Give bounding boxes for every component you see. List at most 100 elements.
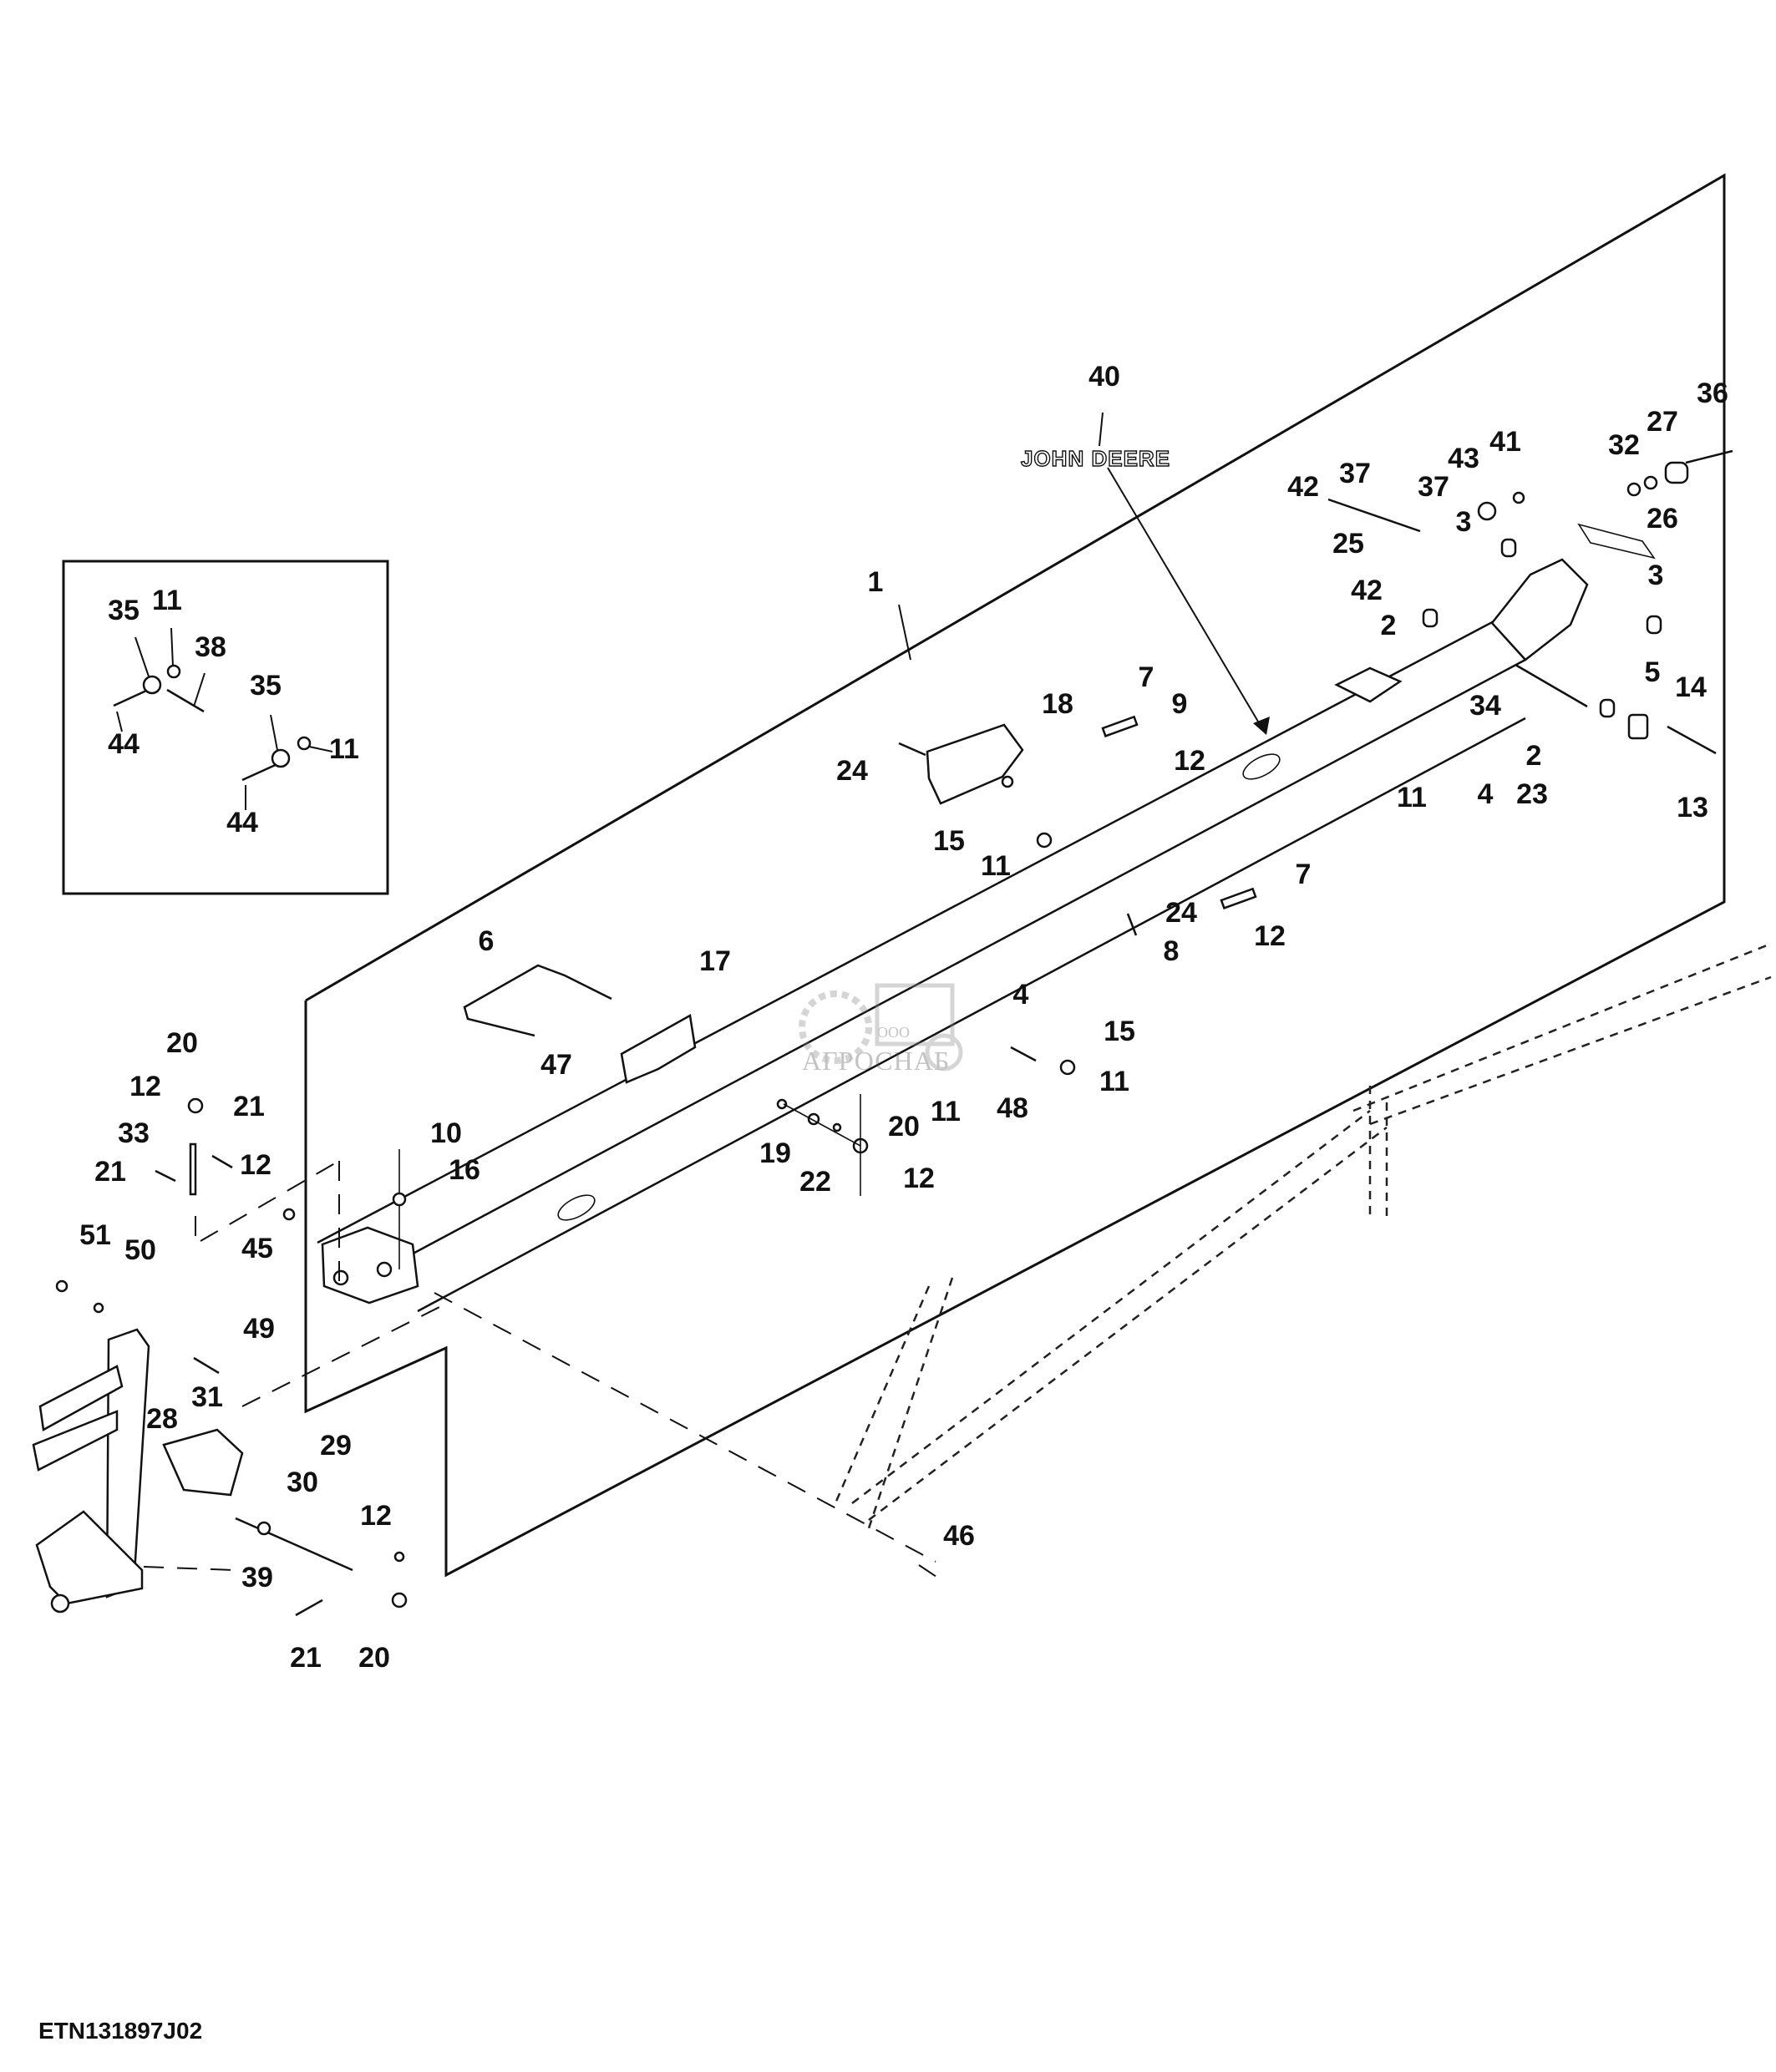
callout-29: 29 [320,1430,352,1462]
callout-23: 23 [1516,778,1548,810]
callout-12: 12 [360,1500,392,1532]
callout-37: 37 [1418,471,1449,503]
callout-44: 44 [108,728,140,760]
callout-20: 20 [166,1027,198,1059]
callout-3: 3 [1648,560,1664,591]
callout-12: 12 [1174,745,1205,777]
callout-16: 16 [449,1154,480,1186]
callout-13: 13 [1677,792,1708,823]
shield-17 [620,1014,697,1084]
watermark-name: АГРОСНАБ [802,1046,951,1076]
callout-50: 50 [124,1234,156,1266]
callout-12: 12 [903,1163,935,1194]
callout-35: 35 [108,595,140,626]
callout-20: 20 [358,1642,390,1674]
callout-35: 35 [250,670,282,702]
drawing-id: ETN131897J02 [38,2018,203,2044]
callout-46: 46 [943,1520,975,1552]
callout-11: 11 [1099,1066,1129,1097]
callout-11: 11 [1397,782,1427,813]
callout-8: 8 [1164,935,1180,967]
callout-5: 5 [1645,656,1661,688]
callout-4: 4 [1013,979,1029,1011]
callout-39: 39 [241,1562,273,1593]
callout-19: 19 [759,1137,791,1169]
callout-24: 24 [1165,897,1197,929]
left-bracket-hardware [155,1097,407,1286]
watermark: ООО АГРОСНАБ [785,977,986,1086]
callout-4: 4 [1478,778,1494,810]
callout-12: 12 [240,1149,271,1181]
callout-34: 34 [1469,690,1501,722]
mount-frame [32,1279,449,1617]
shield-18 [926,723,1024,805]
callout-18: 18 [1042,688,1073,720]
watermark-prefix: ООО [877,1024,910,1041]
callout-45: 45 [241,1233,273,1264]
callout-6: 6 [479,925,495,957]
lower-hardware [776,1094,869,1196]
callout-12: 12 [129,1071,161,1102]
callout-26: 26 [1647,503,1678,534]
assembly-boundary [304,173,1726,1578]
callout-2: 2 [1526,740,1542,772]
callout-25: 25 [1332,528,1364,560]
inset-hardware-lower [241,714,333,810]
callout-12: 12 [1254,920,1286,952]
callout-20: 20 [888,1111,920,1142]
callout-7: 7 [1296,859,1312,890]
callout-38: 38 [195,631,226,663]
callout-1: 1 [868,566,884,598]
john-deere-decal: JOHN DEERE [1020,445,1170,471]
callout-21: 21 [290,1642,322,1674]
callout-24: 24 [836,755,868,787]
callout-10: 10 [430,1117,462,1149]
callout-11: 11 [329,733,359,765]
callout-11: 11 [981,850,1011,882]
callout-21: 21 [94,1156,126,1188]
callout-48: 48 [997,1092,1028,1124]
inset-detail-frame [62,560,389,895]
callout-42: 42 [1351,575,1383,606]
u-bolt-6 [463,964,612,1037]
callout-14: 14 [1675,671,1707,703]
callout-41: 41 [1489,426,1521,458]
callout-32: 32 [1608,429,1640,461]
arrow-head-icon [1253,717,1270,735]
callout-28: 28 [146,1403,178,1435]
callout-31: 31 [191,1381,223,1413]
callout-40: 40 [1088,361,1120,393]
callout-37: 37 [1339,458,1371,489]
callout-3: 3 [1456,506,1472,538]
callout-21: 21 [233,1091,265,1122]
boom-tube [317,558,1589,1313]
callout-44: 44 [226,807,258,838]
callout-11: 11 [931,1096,961,1127]
gear-tractor-watermark-icon [799,983,963,1071]
callout-9: 9 [1172,688,1188,720]
callout-30: 30 [287,1467,318,1498]
mid-hardware [898,715,1257,1076]
ghost-adjacent-boom [834,942,1772,1529]
callout-51: 51 [79,1219,111,1251]
callout-22: 22 [799,1166,831,1198]
callout-27: 27 [1647,406,1678,438]
hitch-hardware [1327,449,1733,755]
callout-49: 49 [243,1313,275,1345]
callout-15: 15 [1104,1016,1135,1047]
callout-11: 11 [152,585,182,616]
callout-17: 17 [699,945,731,977]
callout-47: 47 [540,1049,572,1081]
assembly-line [918,1564,945,1583]
callout-36: 36 [1697,377,1728,409]
callout-33: 33 [118,1117,150,1149]
assembly-line [434,1292,936,1563]
callout-2: 2 [1381,610,1397,641]
callout-42: 42 [1287,471,1319,503]
john-deere-decal-text: JOHN DEERE [1021,446,1170,471]
inset-hardware-upper [113,627,206,732]
callout-43: 43 [1448,443,1479,474]
callout-15: 15 [933,825,965,857]
callout-7: 7 [1139,661,1154,693]
